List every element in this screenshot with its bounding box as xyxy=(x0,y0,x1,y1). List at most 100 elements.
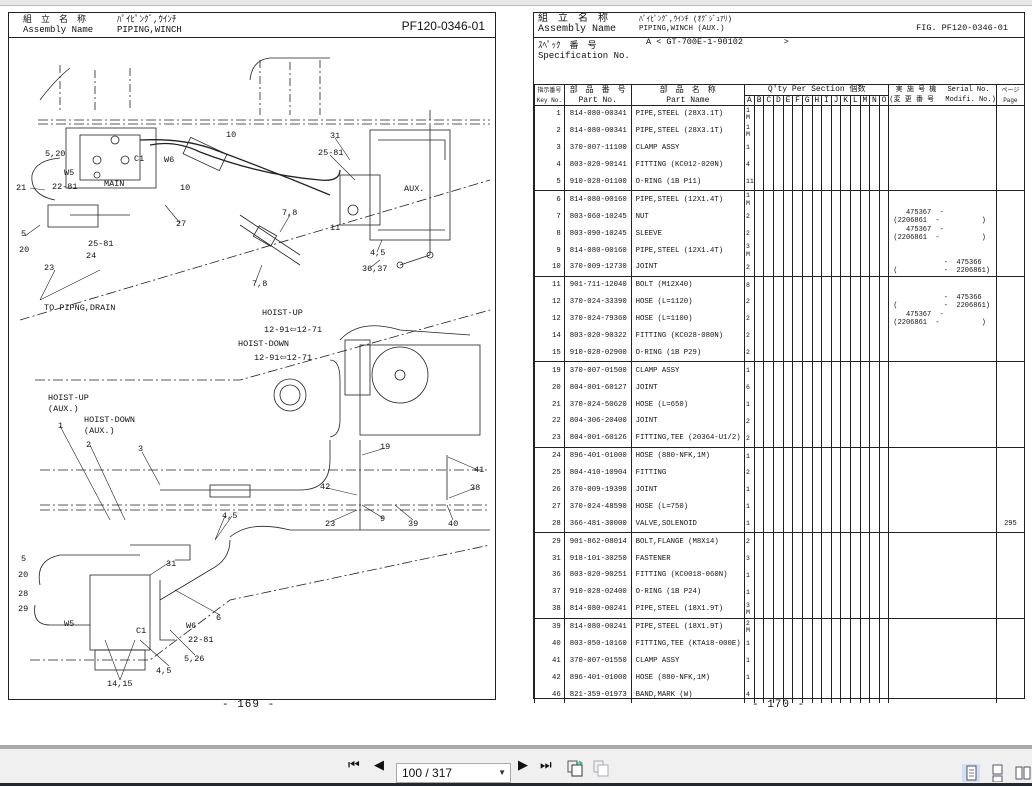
single-page-view-button[interactable] xyxy=(962,764,980,782)
page-dropdown-arrow-icon[interactable]: ▼ xyxy=(498,768,506,777)
qty-section-o xyxy=(878,173,889,191)
qty-section-i xyxy=(821,344,832,362)
last-page-button[interactable]: ⏭ xyxy=(540,758,552,776)
qty-section-i xyxy=(821,600,832,619)
qty-section-n xyxy=(869,446,880,465)
extract-page-button[interactable] xyxy=(592,759,610,777)
qty-section-i xyxy=(821,686,832,704)
qty-section-k xyxy=(840,446,851,465)
qty-section-j xyxy=(830,275,841,294)
key-no: 38 xyxy=(534,600,565,619)
qty-section-k xyxy=(840,139,851,157)
qty-section-l xyxy=(849,600,861,619)
part-number: 804-001-60126 xyxy=(563,429,632,448)
qty-section-a: 8 xyxy=(744,275,755,294)
qty-section-e xyxy=(782,379,793,397)
qty-section-i xyxy=(821,464,832,482)
qty-section-d xyxy=(773,429,784,448)
qty-section-b xyxy=(753,686,764,704)
qty-section-d xyxy=(773,259,784,277)
key-no: 37 xyxy=(534,583,565,601)
callout-label: 5,26 xyxy=(184,654,204,664)
qty-section-g xyxy=(801,515,812,533)
qty-section-f xyxy=(792,310,803,328)
qty-section-l xyxy=(849,293,861,311)
part-number: 370-007-11100 xyxy=(563,139,632,157)
page-header: Page xyxy=(995,95,1024,106)
qty-section-g xyxy=(801,600,812,619)
qty-section-g xyxy=(801,361,812,380)
qty-section-g xyxy=(801,122,812,140)
figure-number: PF120-0346-01 xyxy=(401,19,485,33)
page-ref xyxy=(995,600,1024,619)
qty-section-b xyxy=(753,259,764,277)
rotate-page-button[interactable] xyxy=(566,759,584,777)
qty-section-f xyxy=(792,413,803,430)
qty-section-c xyxy=(763,635,774,653)
serial-number xyxy=(888,532,997,551)
qty-section-b xyxy=(753,429,764,448)
section-header-e: E xyxy=(782,95,793,106)
page-ref xyxy=(995,686,1024,704)
page-number-input[interactable]: 100 / 317 ▼ xyxy=(396,763,511,783)
key-no: 39 xyxy=(534,617,565,636)
qty-section-c xyxy=(763,464,774,482)
part-name: FITTING xyxy=(630,464,745,482)
callout-label: 6 xyxy=(216,613,221,623)
previous-page-button[interactable]: ◀ xyxy=(374,758,384,776)
serial-number xyxy=(888,446,997,465)
section-header-j: J xyxy=(830,95,841,106)
qty-section-c xyxy=(763,396,774,414)
first-page-button[interactable]: ⏮ xyxy=(348,758,360,776)
qty-section-n xyxy=(869,259,880,277)
qty-section-g xyxy=(801,429,812,448)
qty-section-e xyxy=(782,600,793,619)
qty-section-j xyxy=(830,652,841,670)
two-page-view-button[interactable] xyxy=(1014,764,1032,782)
qty-section-e xyxy=(782,361,793,380)
continuous-view-button[interactable] xyxy=(988,764,1006,783)
qty-section-i xyxy=(821,122,832,140)
qty-section-h xyxy=(811,669,822,687)
qty-section-c xyxy=(763,139,774,157)
qty-section-i xyxy=(821,396,832,414)
page-ref xyxy=(995,327,1024,345)
next-page-button[interactable]: ▶ xyxy=(518,758,528,776)
qty-section-k xyxy=(840,275,851,294)
qty-section-g xyxy=(801,413,812,430)
qty-section-m xyxy=(859,242,870,260)
part-number: 814-080-00241 xyxy=(563,617,632,636)
qty-section-g xyxy=(801,344,812,362)
qty-section-h xyxy=(811,464,822,482)
qty-section-j xyxy=(830,225,841,243)
qty-section-h xyxy=(811,583,822,601)
two-page-view-icon xyxy=(1015,766,1031,780)
qty-section-e xyxy=(782,429,793,448)
qty-section-f xyxy=(792,275,803,294)
qty-section-k xyxy=(840,104,851,123)
qty-section-a: 2 xyxy=(744,225,755,243)
qty-section-o xyxy=(878,532,889,551)
qty-section-d xyxy=(773,600,784,619)
part-name: HOSE (L=750) xyxy=(630,498,745,516)
qty-section-f xyxy=(792,122,803,140)
qty-section-h xyxy=(811,259,822,277)
qty-section-m xyxy=(859,156,870,174)
callout-label: 14,15 xyxy=(107,679,133,689)
qty-section-b xyxy=(753,122,764,140)
part-number: 804-306-20400 xyxy=(563,413,632,430)
qty-section-k xyxy=(840,464,851,482)
qty-section-n xyxy=(869,600,880,619)
qty-section-m xyxy=(859,446,870,465)
qty-section-m xyxy=(859,139,870,157)
qty-section-j xyxy=(830,379,841,397)
qty-section-l xyxy=(849,139,861,157)
qty-section-i xyxy=(821,190,832,209)
qty-section-h xyxy=(811,104,822,123)
qty-section-m xyxy=(859,379,870,397)
qty-section-e xyxy=(782,617,793,636)
qty-section-a: 2 xyxy=(744,259,755,277)
qty-section-o xyxy=(878,550,889,568)
